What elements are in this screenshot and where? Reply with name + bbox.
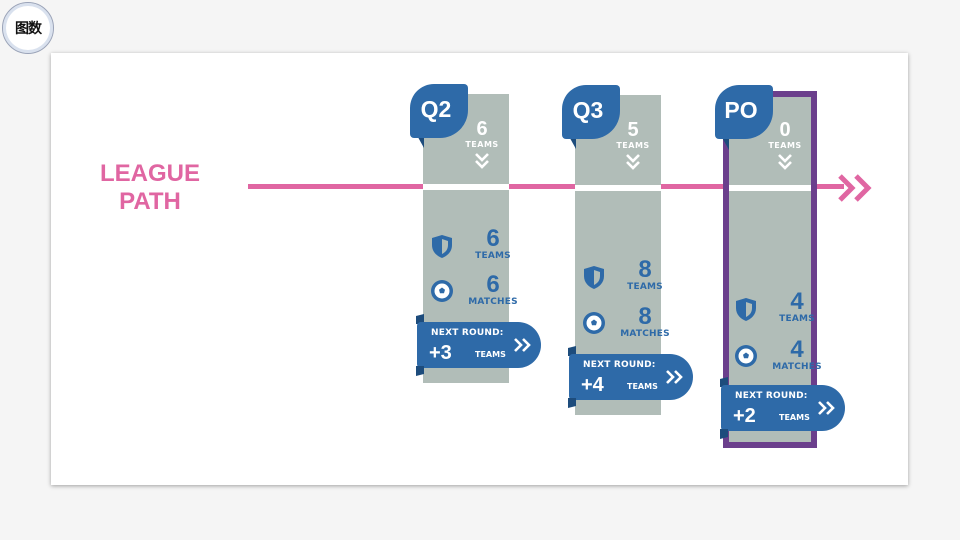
entering-count: 0 (779, 119, 791, 141)
double-chevron-icon (818, 401, 835, 415)
teams-count: 8 (638, 256, 652, 283)
banner-fold (416, 366, 424, 376)
round-code: Q2 (420, 95, 452, 122)
shield-icon (584, 266, 604, 289)
matches-count: 4 (790, 336, 804, 363)
round-code: PO (724, 96, 758, 123)
banner-fold (720, 429, 728, 439)
title-line-2: PATH (119, 188, 181, 215)
banner-fold (416, 314, 424, 324)
teams-stat: 6 TEAMS (430, 227, 516, 269)
matches-count: 8 (638, 303, 652, 330)
next-round-label: NEXT ROUND: (735, 391, 808, 401)
double-chevron-icon (666, 370, 683, 384)
column-divider (729, 185, 811, 191)
next-round-value: +4 (581, 374, 604, 396)
round-tab-q2: Q2 (410, 84, 468, 138)
teams-stat: 8 TEAMS (582, 258, 668, 300)
double-chevron-icon (514, 338, 531, 352)
next-round-panel: NEXT ROUND: +3 TEAMS (417, 322, 541, 368)
entering-teams: 0 TEAMS (755, 119, 815, 171)
soccer-ball-icon (431, 280, 453, 302)
entering-label: TEAMS (465, 140, 499, 149)
entering-label: TEAMS (768, 141, 802, 150)
column-divider (575, 185, 661, 191)
matches-stat: 6 MATCHES (430, 271, 518, 315)
chevron-down-icon (475, 153, 489, 169)
next-round-unit: TEAMS (475, 350, 506, 359)
next-round-value: +3 (429, 342, 452, 364)
next-round-panel: NEXT ROUND: +4 TEAMS (569, 354, 693, 400)
teams-label: TEAMS (475, 251, 511, 261)
round-code: Q3 (572, 96, 604, 123)
next-round-panel: NEXT ROUND: +2 TEAMS (721, 385, 845, 431)
soccer-ball-icon (735, 345, 757, 367)
shield-icon (432, 235, 452, 258)
entering-count: 6 (476, 118, 488, 140)
logo: 图数 (2, 2, 54, 54)
next-round-unit: TEAMS (779, 413, 810, 422)
entering-teams: 5 TEAMS (603, 119, 663, 171)
column-divider (423, 184, 509, 190)
matches-label: MATCHES (620, 329, 670, 339)
chevron-down-icon (778, 154, 792, 170)
shield-icon (736, 298, 756, 321)
matches-label: MATCHES (772, 362, 822, 372)
next-round-unit: TEAMS (627, 382, 658, 391)
round-column-po (729, 97, 811, 442)
matches-stat: 4 MATCHES (734, 336, 822, 380)
teams-count: 4 (790, 288, 804, 315)
matches-count: 6 (486, 271, 500, 298)
league-path-line (248, 184, 844, 189)
logo-text: 图数 (15, 21, 42, 37)
teams-stat: 4 TEAMS (734, 290, 820, 332)
teams-count: 6 (486, 225, 500, 252)
next-round-label: NEXT ROUND: (431, 328, 504, 338)
round-tab-q3: Q3 (562, 85, 620, 139)
league-path-title: LEAGUE PATH (100, 160, 200, 216)
chevron-down-icon (626, 154, 640, 170)
matches-stat: 8 MATCHES (582, 303, 670, 347)
banner-fold (720, 377, 728, 387)
next-round-value: +2 (733, 405, 756, 427)
double-chevron-icon (838, 174, 872, 202)
next-round-label: NEXT ROUND: (583, 360, 656, 370)
banner-fold (568, 398, 576, 408)
entering-teams: 6 TEAMS (452, 118, 512, 170)
soccer-ball-icon (583, 312, 605, 334)
entering-label: TEAMS (616, 141, 650, 150)
teams-label: TEAMS (779, 314, 815, 324)
teams-label: TEAMS (627, 282, 663, 292)
matches-label: MATCHES (468, 297, 518, 307)
round-tab-po: PO (715, 85, 773, 139)
title-line-1: LEAGUE (100, 160, 201, 187)
entering-count: 5 (627, 119, 639, 141)
banner-fold (568, 346, 576, 356)
